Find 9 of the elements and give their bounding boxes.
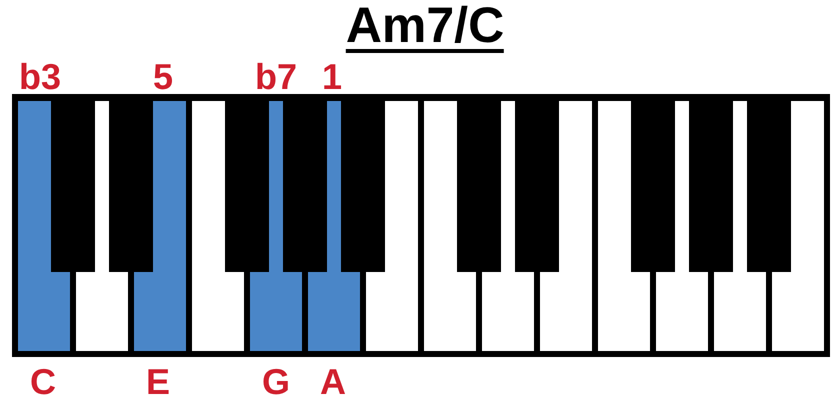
interval-label: b3 — [19, 60, 61, 94]
interval-label: 5 — [152, 60, 174, 94]
interval-label: b7 — [255, 60, 297, 94]
note-name: G — [262, 365, 290, 399]
note-name: E — [146, 365, 170, 399]
interval-label: 1 — [322, 60, 342, 94]
chord-title: Am7/C — [346, 2, 504, 53]
note-name: A — [320, 365, 346, 399]
note-name: C — [30, 365, 56, 399]
